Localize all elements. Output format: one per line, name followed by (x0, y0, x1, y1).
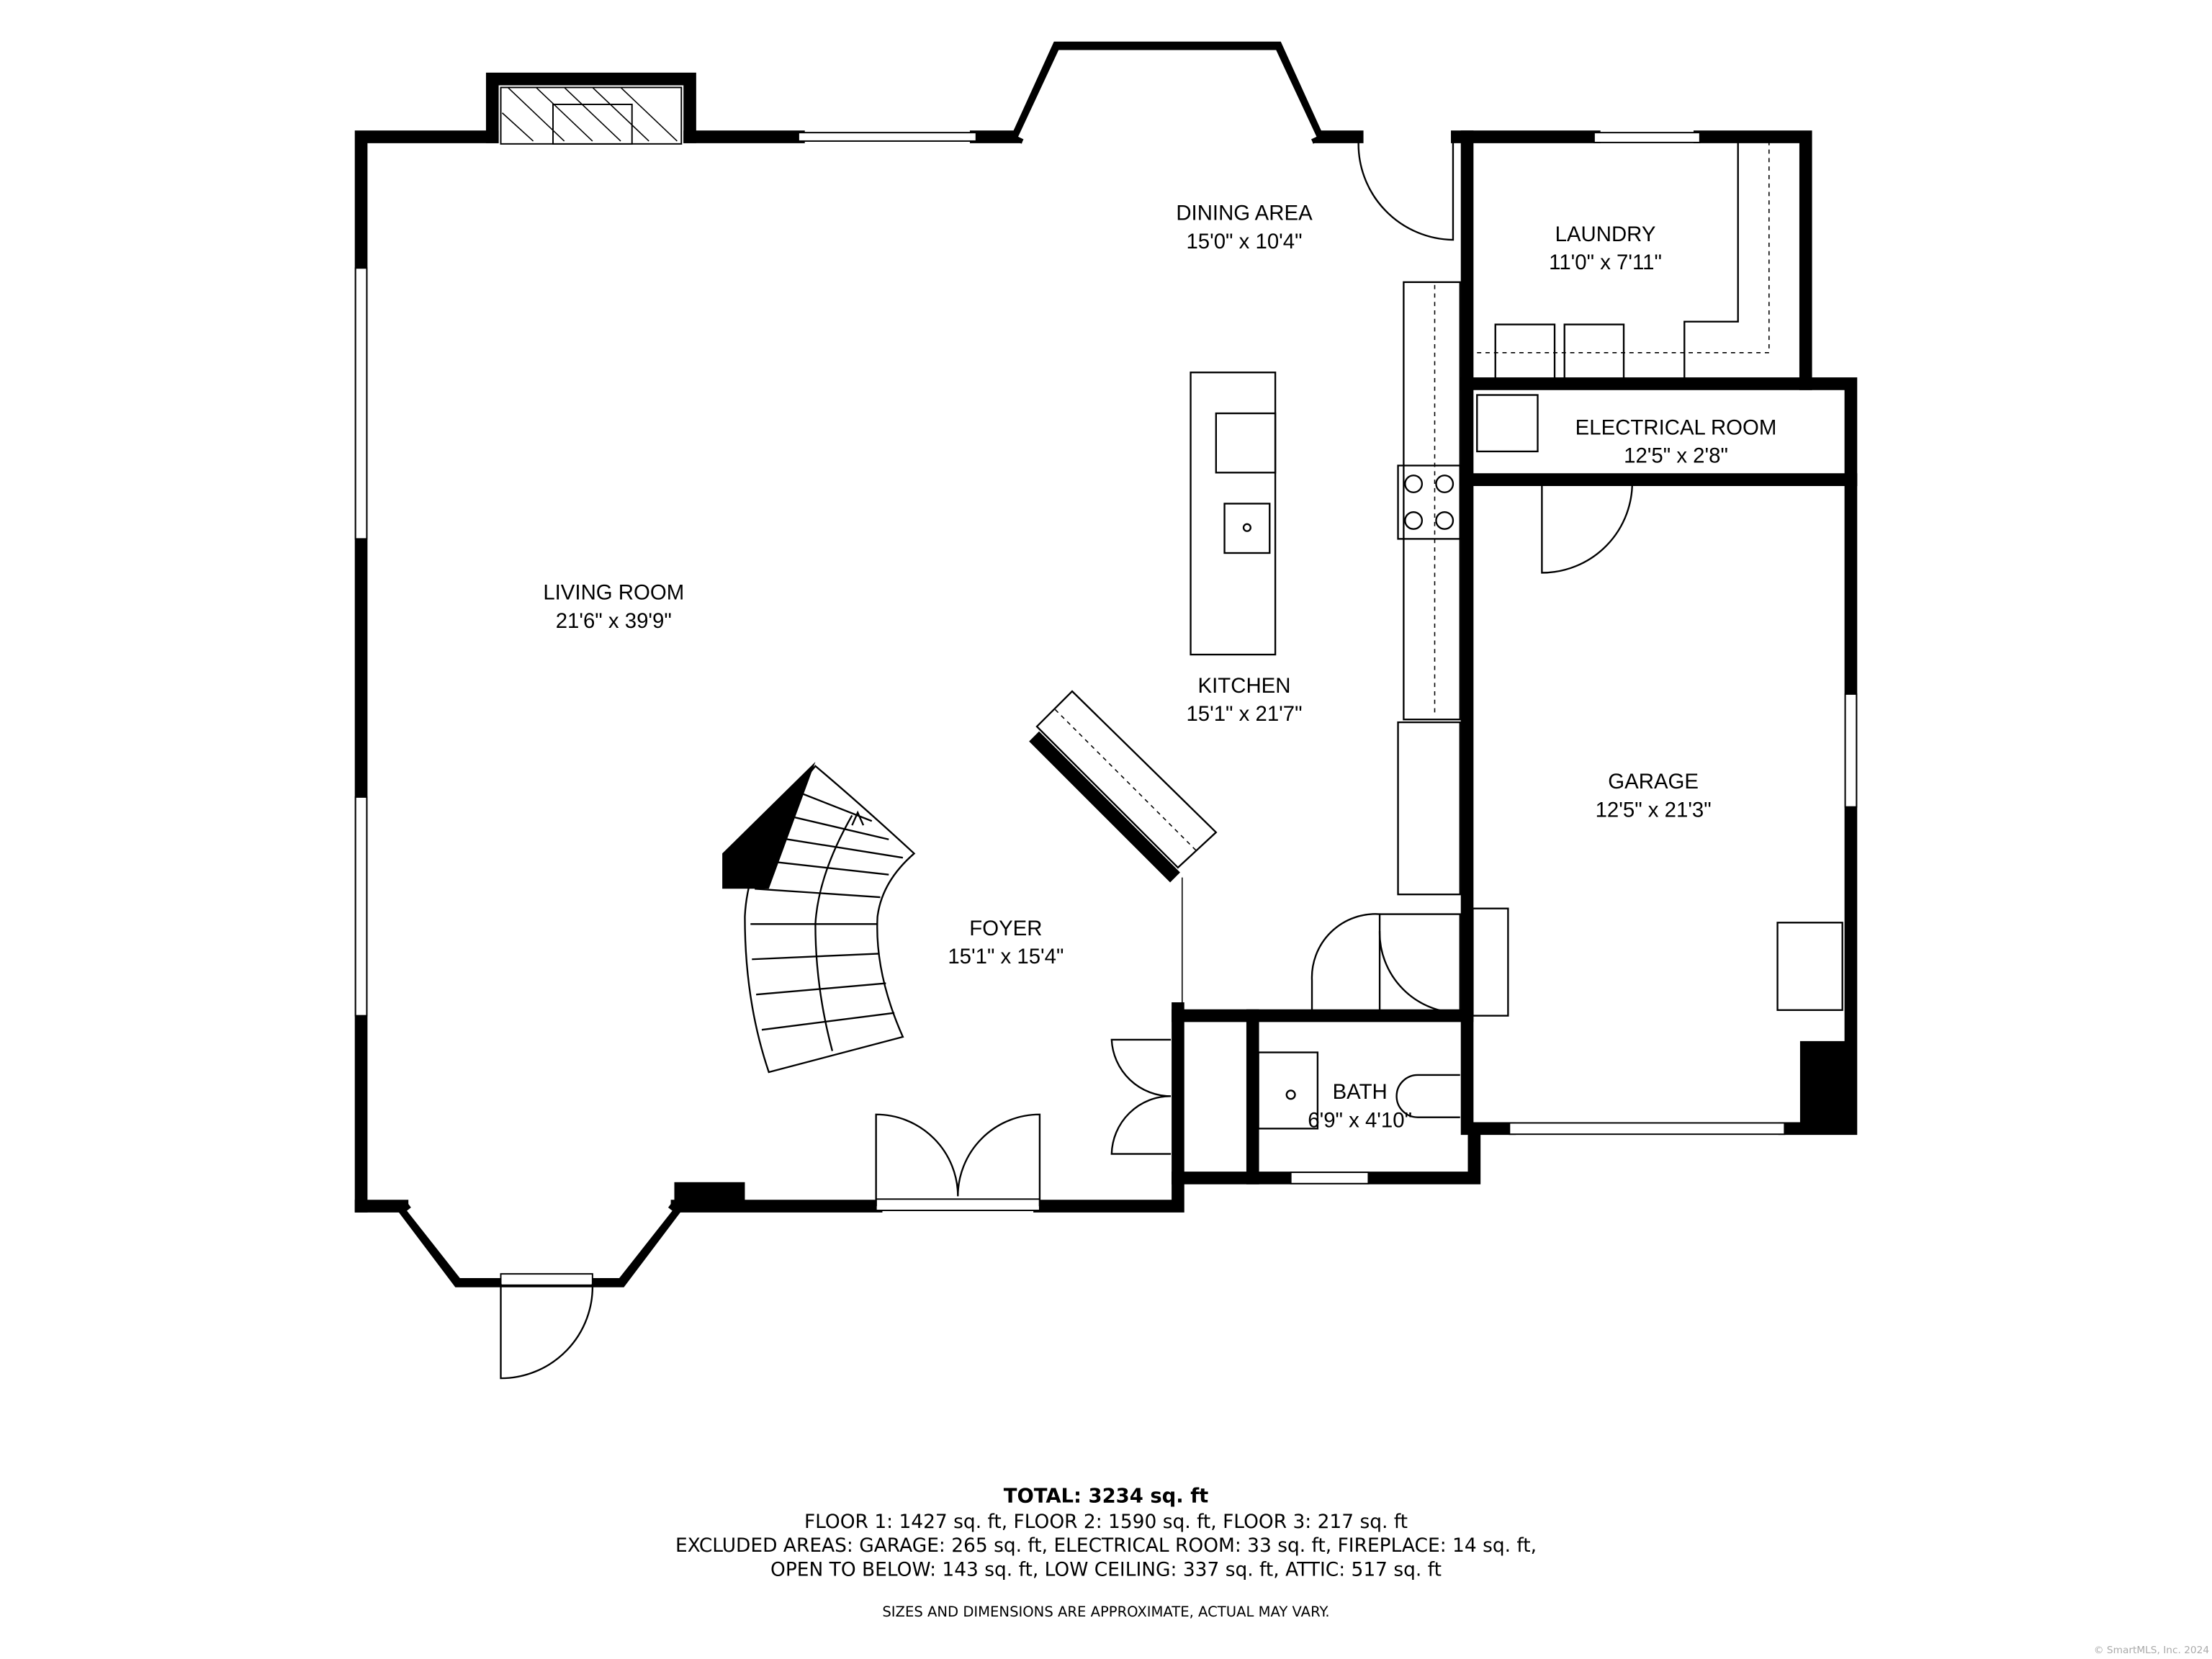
bath-fixtures (1257, 907, 1843, 1130)
room-name-dining: DINING AREA (1176, 202, 1313, 225)
room-name-living: LIVING ROOM (543, 581, 684, 605)
room-dims-electrical: 12'5" x 2'8" (1624, 444, 1728, 468)
doors (875, 140, 1633, 1207)
windows (354, 132, 1858, 1211)
area-summary: TOTAL: 3234 sq. ft FLOOR 1: 1427 sq. ft,… (675, 1485, 2209, 1657)
room-name-laundry: LAUNDRY (1555, 222, 1656, 246)
room-dims-dining: 15'0" x 10'4" (1186, 230, 1302, 253)
room-labels: DINING AREA 15'0" x 10'4" LAUNDRY 11'0" … (543, 202, 1776, 1133)
room-name-electrical: ELECTRICAL ROOM (1575, 415, 1777, 439)
total-area: TOTAL: 3234 sq. ft (1004, 1485, 1208, 1508)
bay-window (1010, 41, 1325, 144)
laundry-fixtures (1473, 140, 1770, 453)
interior-walls (1029, 130, 1858, 1184)
room-dims-foyer: 15'1" x 15'4" (948, 945, 1064, 968)
fireplace (485, 72, 696, 145)
excluded-areas-2: OPEN TO BELOW: 143 sq. ft, LOW CEILING: … (770, 1558, 1442, 1581)
room-dims-kitchen: 15'1" x 21'7" (1186, 702, 1302, 726)
room-dims-living: 21'6" x 39'9" (556, 609, 672, 633)
room-name-kitchen: KITCHEN (1198, 674, 1291, 698)
room-dims-bath: 6'9" x 4'10" (1308, 1108, 1412, 1132)
front-bay (397, 1202, 683, 1380)
room-name-foyer: FOYER (969, 917, 1042, 940)
kitchen-fixtures (1035, 281, 1461, 896)
staircase (722, 761, 916, 1074)
room-dims-laundry: 11'0" x 7'11" (1549, 251, 1662, 274)
exterior-walls (354, 130, 1858, 1213)
floor-areas: FLOOR 1: 1427 sq. ft, FLOOR 2: 1590 sq. … (804, 1511, 1408, 1533)
disclaimer: SIZES AND DIMENSIONS ARE APPROXIMATE, AC… (882, 1604, 1329, 1620)
excluded-areas-1: EXCLUDED AREAS: GARAGE: 265 sq. ft, ELEC… (675, 1534, 1537, 1557)
copyright: © SmartMLS, Inc. 2024 (2094, 1645, 2209, 1656)
room-name-garage: GARAGE (1608, 770, 1699, 793)
room-dims-garage: 12'5" x 21'3" (1596, 798, 1712, 822)
room-name-bath: BATH (1333, 1080, 1388, 1104)
